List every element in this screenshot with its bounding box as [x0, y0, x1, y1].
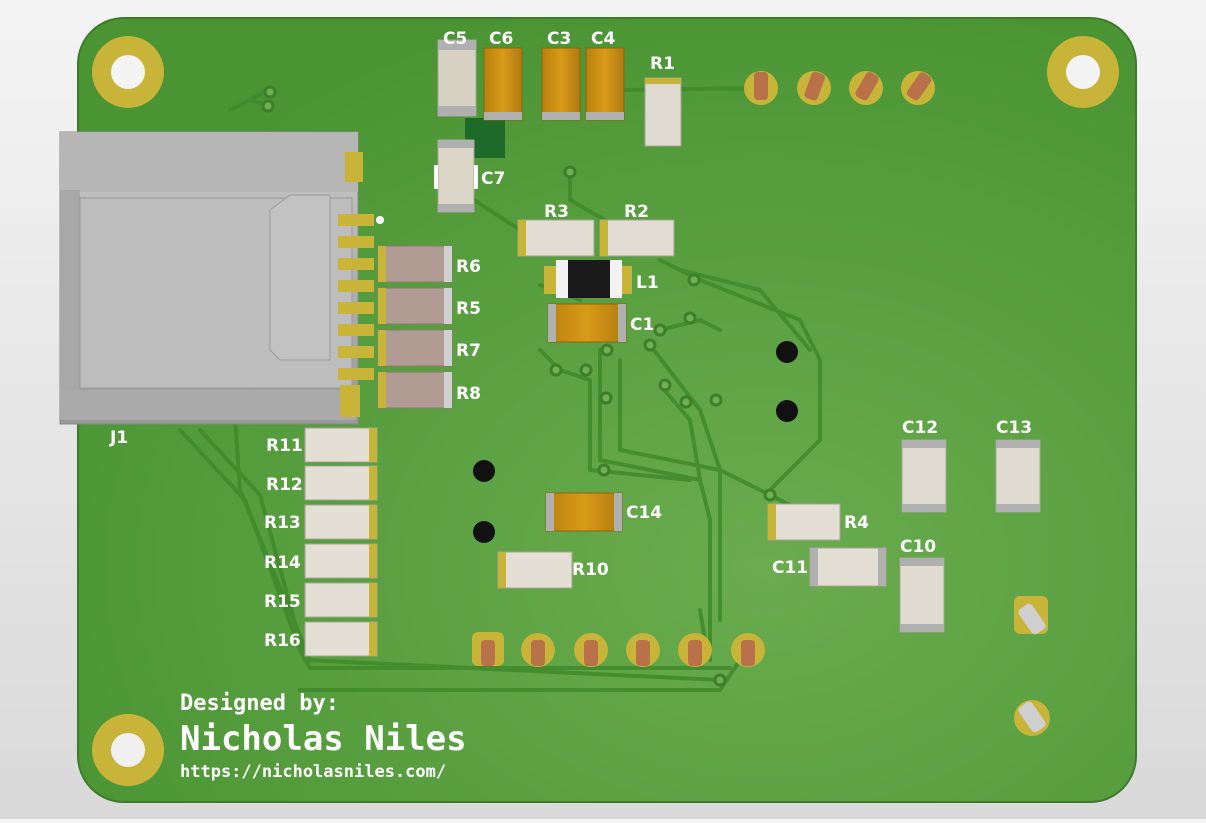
label-c4: C4	[591, 29, 615, 49]
capacitor-c6	[483, 47, 523, 121]
label-r11: R11	[266, 436, 303, 456]
resistor-r14	[304, 543, 378, 579]
label-c1: C1	[630, 315, 654, 335]
resistor-r1	[644, 77, 682, 147]
label-c12: C12	[902, 418, 938, 438]
label-r4: R4	[844, 513, 869, 533]
resistor-r8	[377, 371, 453, 409]
capacitor-c12	[901, 439, 947, 513]
label-c5: C5	[443, 29, 467, 49]
capacitor-c10	[899, 557, 945, 633]
resistor-r12	[304, 465, 378, 501]
resistor-r10	[497, 551, 573, 589]
label-c11: C11	[772, 558, 808, 578]
capacitor-c5	[437, 39, 477, 117]
resistor-r16	[304, 621, 378, 657]
label-r14: R14	[264, 553, 301, 573]
designer-url: https://nicholasniles.com/	[180, 762, 446, 782]
capacitor-c7	[434, 139, 478, 213]
label-c13: C13	[996, 418, 1032, 438]
label-r2: R2	[624, 202, 649, 222]
label-c3: C3	[547, 29, 571, 49]
label-c7: C7	[481, 169, 505, 189]
resistor-r15	[304, 582, 378, 618]
capacitor-c11	[809, 547, 887, 587]
label-r10: R10	[572, 560, 609, 580]
label-r15: R15	[264, 592, 301, 612]
mounting-holes	[92, 36, 1119, 786]
label-r7: R7	[456, 341, 481, 361]
credit-heading: Designed by:	[180, 691, 339, 716]
inductor-l1	[544, 260, 632, 298]
label-c14: C14	[626, 503, 662, 523]
label-l1: L1	[636, 273, 659, 293]
sd-card-connector-j1	[59, 131, 384, 425]
designer-name: Nicholas Niles	[180, 719, 467, 759]
label-c10: C10	[900, 537, 936, 557]
resistor-r13	[304, 504, 378, 540]
label-r13: R13	[264, 513, 301, 533]
resistor-r11	[304, 427, 378, 463]
label-j1: J1	[109, 428, 128, 448]
label-r12: R12	[266, 475, 303, 495]
resistor-r2	[599, 219, 675, 257]
label-r3: R3	[544, 202, 569, 222]
capacitor-c3	[541, 47, 581, 121]
mounting-hole-bottom-left	[92, 714, 164, 786]
resistor-r6	[377, 245, 453, 283]
vias	[261, 85, 777, 687]
resistor-r4	[767, 503, 841, 541]
resistor-r7	[377, 329, 453, 367]
designer-credit: Designed by: Nicholas Niles https://nich…	[180, 691, 467, 782]
pin-header-bottom	[472, 632, 765, 667]
capacitor-c13	[995, 439, 1041, 513]
label-r8: R8	[456, 384, 481, 404]
mounting-hole-top-left	[92, 36, 164, 108]
label-r16: R16	[264, 631, 301, 651]
label-c6: C6	[489, 29, 513, 49]
pin-header-top	[744, 71, 935, 105]
capacitor-c1	[547, 303, 627, 343]
resistor-r5	[377, 287, 453, 325]
resistor-r3	[517, 219, 595, 257]
label-r5: R5	[456, 299, 481, 319]
silkscreen-labels: C5 C6 C3 C4 R1 C7 R3 R2 L1 C1 R6 R5 R7 R…	[109, 29, 1032, 651]
mounting-hole-top-right	[1047, 36, 1119, 108]
label-r6: R6	[456, 257, 481, 277]
pin-connector-right	[1014, 596, 1050, 736]
capacitor-c14	[545, 492, 623, 532]
large-vias	[473, 341, 798, 543]
label-r1: R1	[650, 54, 675, 74]
capacitor-c4	[585, 47, 625, 121]
